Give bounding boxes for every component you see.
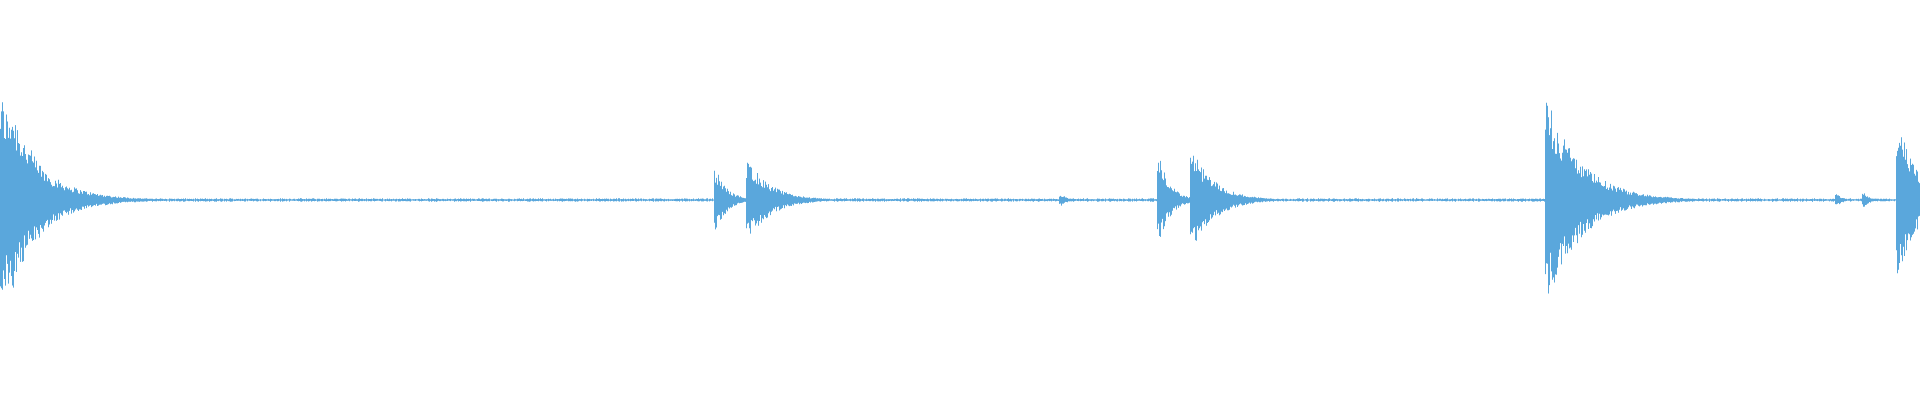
waveform-samples <box>0 102 1920 294</box>
waveform-trace <box>0 102 1920 294</box>
